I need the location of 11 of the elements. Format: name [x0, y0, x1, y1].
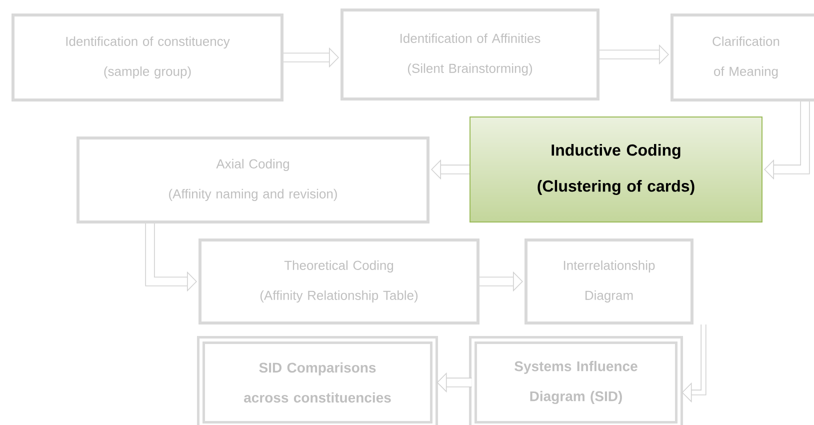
process-box: Axial Coding (Affinity naming and revision) [76, 136, 430, 224]
process-box: Clarification of Meaning [670, 14, 814, 102]
process-box: Interrelationship Diagram [524, 238, 694, 324]
process-box: SID Comparisons across constituencies [197, 336, 438, 425]
process-box: Identification of Affinities (Silent Brainstorming) [340, 8, 600, 100]
process-box: Theoretical Coding (Affinity Relationship Table) [198, 238, 480, 324]
block-arrow [682, 324, 706, 403]
process-box: Identification of constituency (sample group) [12, 14, 284, 102]
highlighted-box: Inductive Coding (Clustering of cards) [470, 116, 762, 222]
block-arrow [764, 102, 810, 180]
process-box: Systems Influence Diagram (SID) [469, 336, 683, 425]
